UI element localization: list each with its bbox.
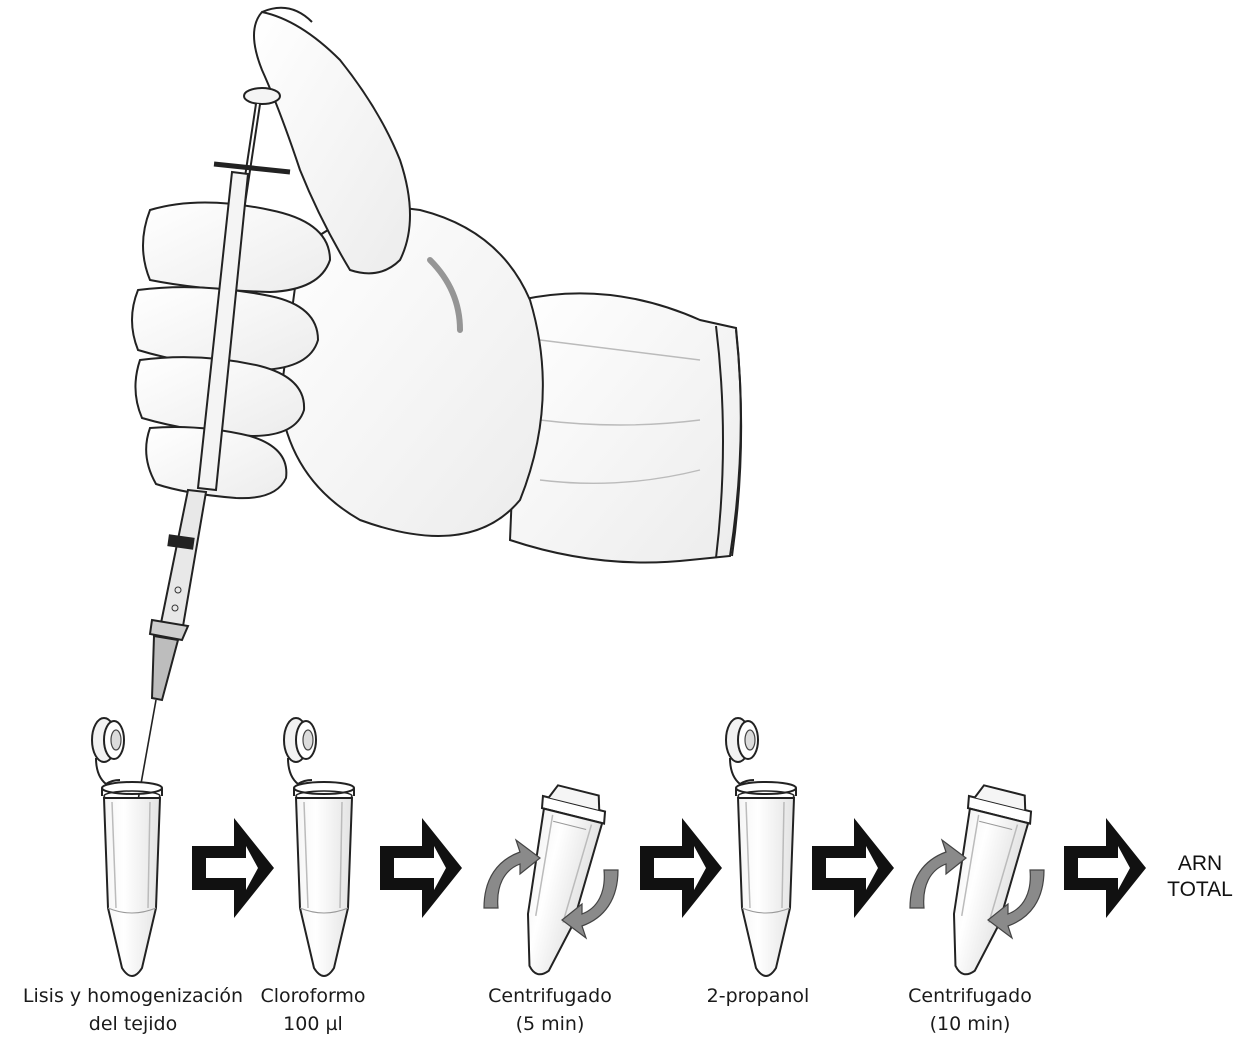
step-label-lysis: Lisis y homogenización del tejido — [18, 982, 248, 1038]
tube-4-open — [726, 718, 796, 976]
tube-3-centrifuge — [501, 782, 611, 980]
flow-arrow-1 — [192, 818, 274, 918]
flow-arrow-3 — [640, 818, 722, 918]
flow-arrow-2 — [380, 818, 462, 918]
tube-5-centrifuge — [927, 782, 1037, 980]
step-label-centrifuge-10: Centrifugado (10 min) — [890, 982, 1050, 1038]
step-5-line-2: (10 min) — [890, 1010, 1050, 1038]
result-line-2: TOTAL — [1160, 877, 1240, 903]
step-3-line-2: (5 min) — [470, 1010, 630, 1038]
step-5-line-1: Centrifugado — [890, 982, 1050, 1010]
step-label-propanol: 2-propanol — [688, 982, 828, 1010]
result-line-1: ARN — [1160, 851, 1240, 877]
step-1-line-1: Lisis y homogenización — [18, 982, 248, 1010]
tube-1-open — [92, 718, 162, 976]
step-4-line-1: 2-propanol — [688, 982, 828, 1010]
tube-2-open — [284, 718, 354, 976]
flow-arrow-4 — [812, 818, 894, 918]
step-label-centrifuge-5: Centrifugado (5 min) — [470, 982, 630, 1038]
step-label-chloroform: Cloroformo 100 µl — [248, 982, 378, 1038]
gloved-hand-illustration — [118, 8, 741, 912]
step-3-line-1: Centrifugado — [470, 982, 630, 1010]
result-label: ARN TOTAL — [1160, 851, 1240, 903]
step-1-line-2: del tejido — [18, 1010, 248, 1038]
step-2-line-1: Cloroformo — [248, 982, 378, 1010]
flow-arrow-5 — [1064, 818, 1146, 918]
step-2-line-2: 100 µl — [248, 1010, 378, 1038]
